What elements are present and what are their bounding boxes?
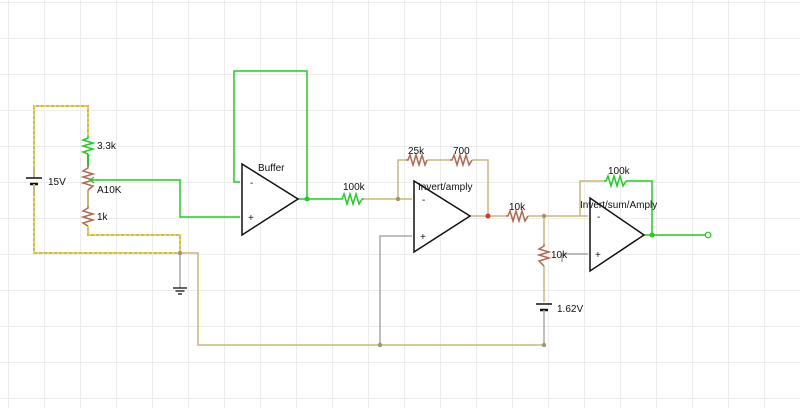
node-invert-output[interactable] [485, 213, 491, 219]
output-terminal[interactable] [704, 231, 712, 239]
node-buffer-output[interactable] [304, 196, 310, 202]
node-invert-input[interactable] [395, 196, 401, 202]
potentiometer-label: A10K [97, 185, 122, 196]
resistor-700[interactable] [450, 152, 473, 168]
node-rail-battery[interactable] [541, 342, 547, 348]
opamp-sum-label: Invert/sum/Amply [580, 200, 657, 211]
resistor-25k-label: 25k [408, 146, 425, 157]
resistor-100k-feedback-label: 100k [608, 166, 631, 177]
potentiometer[interactable] [80, 166, 98, 191]
resistor-1k[interactable] [80, 206, 96, 227]
wire-wiper-to-buffer[interactable] [96, 179, 240, 218]
resistor-100k-input-label: 100k [343, 182, 366, 193]
wire-invert-input[interactable] [364, 159, 506, 217]
node-ground-junction[interactable] [177, 250, 183, 256]
resistor-25k[interactable] [406, 152, 428, 168]
node-summing-junction[interactable] [541, 213, 547, 219]
battery-main-label: 15V [48, 177, 66, 188]
battery-offset[interactable] [536, 303, 552, 318]
node-rail-invert-plus[interactable] [377, 342, 383, 348]
opamp-invert[interactable] [413, 179, 472, 254]
resistor-10k-input[interactable] [506, 208, 529, 224]
resistor-3k3-label: 3.3k [97, 141, 117, 152]
wire-summing-node[interactable] [528, 180, 653, 302]
resistor-10k-input-label: 10k [509, 202, 526, 213]
opamp-buffer-minus: - [250, 178, 253, 189]
wire-bottom-rail[interactable] [180, 235, 545, 346]
resistor-10k-divider-label: 10k [551, 250, 568, 261]
resistor-700-label: 700 [453, 146, 470, 157]
opamp-buffer[interactable] [241, 162, 300, 237]
opamp-invert-minus: - [422, 195, 425, 206]
wire-left-loop[interactable] [33, 105, 181, 254]
resistor-100k-feedback[interactable] [604, 173, 627, 189]
battery-main[interactable] [26, 166, 42, 196]
resistor-1k-label: 1k [97, 212, 109, 223]
opamp-sum-minus: - [597, 212, 600, 223]
resistor-10k-divider[interactable] [536, 244, 552, 267]
battery-offset-label: 1.62V [557, 304, 583, 315]
opamp-buffer-label: Buffer [258, 163, 285, 174]
resistor-100k-input[interactable] [340, 191, 364, 207]
resistor-3k3[interactable] [80, 136, 96, 155]
ground-icon [173, 287, 187, 295]
opamp-invert-label: Invert/amply [418, 182, 472, 193]
opamp-sum[interactable] [589, 196, 646, 273]
opamp-buffer-plus: + [248, 213, 254, 224]
opamp-invert-plus: + [420, 232, 426, 243]
node-sum-output[interactable] [649, 232, 655, 238]
opamp-sum-plus: + [595, 250, 601, 261]
